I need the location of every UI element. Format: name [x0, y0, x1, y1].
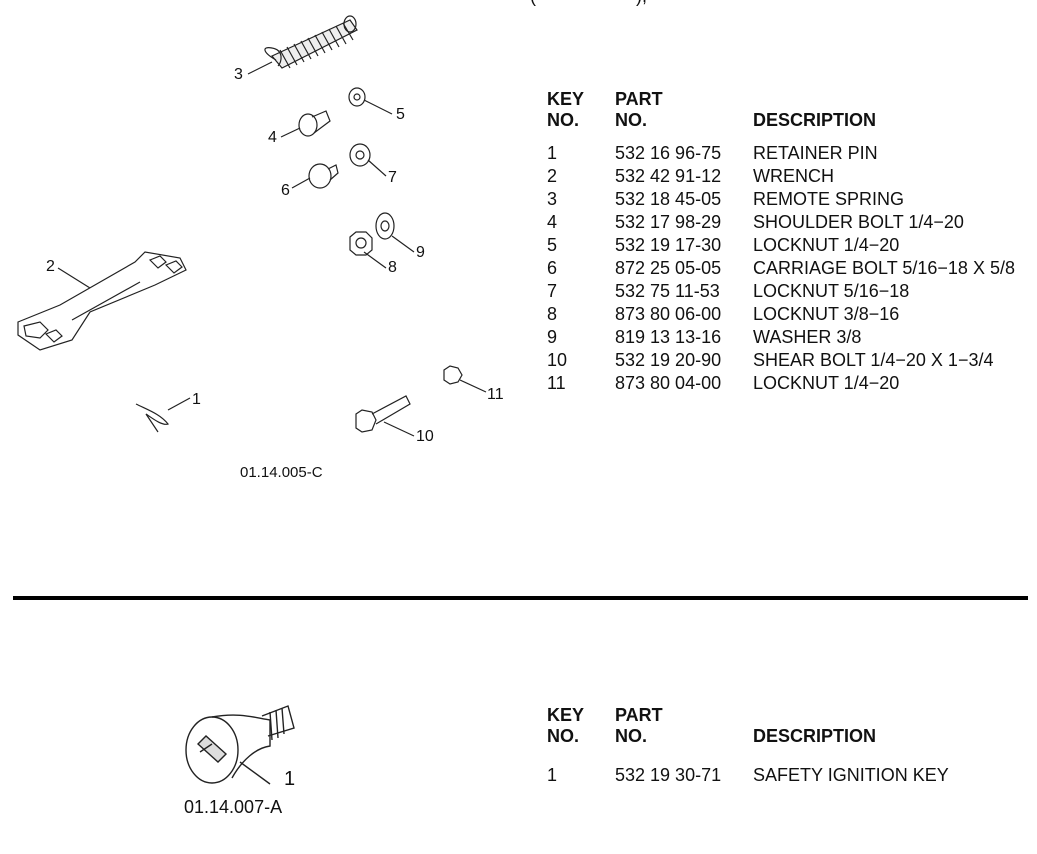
row-desc: WASHER 3/8	[753, 327, 862, 347]
row-desc: CARRIAGE BOLT 5/16−18 X 5/8	[753, 258, 1015, 278]
row-desc: SAFETY IGNITION KEY	[753, 765, 949, 785]
header2-key-line1: KEY	[547, 705, 585, 725]
callout-5: 5	[396, 106, 405, 123]
header-part: PART NO.	[615, 89, 663, 131]
row-key: 7	[547, 281, 558, 301]
row-key: 3	[547, 189, 558, 209]
row-key: 8	[547, 304, 558, 324]
row-part: 873 80 04-00	[615, 373, 722, 393]
callout-11: 11	[487, 386, 504, 403]
row-desc: SHOULDER BOLT 1/4−20	[753, 212, 964, 232]
callout-9: 9	[416, 244, 425, 261]
row-key: 5	[547, 235, 558, 255]
callout-3: 3	[234, 66, 243, 83]
row-desc: RETAINER PIN	[753, 143, 878, 163]
header2-key: KEY NO.	[547, 705, 584, 747]
callout-7: 7	[388, 169, 397, 186]
callout-4: 4	[268, 129, 277, 146]
callout-2: 2	[46, 258, 55, 275]
header2-key-line2: NO.	[547, 726, 580, 746]
row-desc: LOCKNUT 3/8−16	[753, 304, 900, 324]
row-part: 532 18 45-05	[615, 189, 722, 209]
row-part: 819 13 13-16	[615, 327, 722, 347]
row-part: 532 19 30-71	[615, 765, 722, 785]
header2-part-line2: NO.	[615, 726, 648, 746]
top-cut-text: ( ),	[530, 0, 647, 7]
row-desc: SHEAR BOLT 1/4−20 X 1−3/4	[753, 350, 994, 370]
row-key: 11	[547, 373, 566, 393]
header-part-line2: NO.	[615, 110, 648, 130]
figure-label-2: 01.14.007-A	[184, 797, 283, 817]
locknut-8-drawing	[349, 231, 373, 256]
row-desc: LOCKNUT 1/4−20	[753, 373, 900, 393]
carriage-bolt-drawing	[308, 163, 339, 189]
callout-1: 1	[192, 391, 201, 408]
header2-part-line1: PART	[615, 705, 663, 725]
row-key: 9	[547, 327, 558, 347]
header-description: DESCRIPTION	[753, 110, 877, 130]
row-key: 4	[547, 212, 558, 232]
figure-label-1: 01.14.005-C	[240, 464, 323, 481]
header-key-line1: KEY	[547, 89, 585, 109]
parts-diagram-1	[17, 15, 487, 437]
row-key: 1	[547, 143, 558, 163]
retainer-pin-drawing	[135, 403, 170, 433]
row-desc: REMOTE SPRING	[753, 189, 905, 209]
row-desc: LOCKNUT 5/16−18	[753, 281, 910, 301]
row-key: 1	[547, 765, 558, 785]
header2-description: DESCRIPTION	[753, 726, 877, 746]
callout-10: 10	[416, 428, 434, 445]
row-part: 872 25 05-05	[615, 258, 722, 278]
washer-drawing	[375, 212, 395, 240]
wrench-drawing	[17, 251, 187, 351]
row-part: 532 17 98-29	[615, 212, 722, 232]
locknut-7-drawing	[349, 143, 371, 167]
row-part: 532 75 11-53	[615, 281, 720, 301]
row-key: 6	[547, 258, 558, 278]
header2-part: PART NO.	[615, 705, 663, 747]
ignition-key-drawing	[185, 705, 295, 785]
header-part-line1: PART	[615, 89, 663, 109]
row-part: 532 42 91-12	[615, 166, 722, 186]
row-key: 2	[547, 166, 558, 186]
locknut-11-drawing	[443, 365, 463, 385]
header-key-line2: NO.	[547, 110, 580, 130]
row-part: 532 16 96-75	[615, 143, 722, 163]
row-desc: LOCKNUT 1/4−20	[753, 235, 900, 255]
row-part: 532 19 20-90	[615, 350, 722, 370]
row-part: 532 19 17-30	[615, 235, 722, 255]
callout-ignition-1: 1	[284, 768, 296, 790]
header-key: KEY NO.	[547, 89, 584, 131]
remote-spring-drawing	[264, 15, 358, 69]
row-desc: WRENCH	[753, 166, 834, 186]
locknut-5-drawing	[348, 87, 366, 107]
section-divider	[13, 596, 1028, 600]
shear-bolt-drawing	[355, 395, 411, 433]
row-part: 873 80 06-00	[615, 304, 722, 324]
shoulder-bolt-drawing	[298, 110, 331, 137]
row-key: 10	[547, 350, 568, 370]
parts-diagram-2	[185, 705, 295, 785]
callout-8: 8	[388, 259, 397, 276]
callout-6: 6	[281, 182, 290, 199]
